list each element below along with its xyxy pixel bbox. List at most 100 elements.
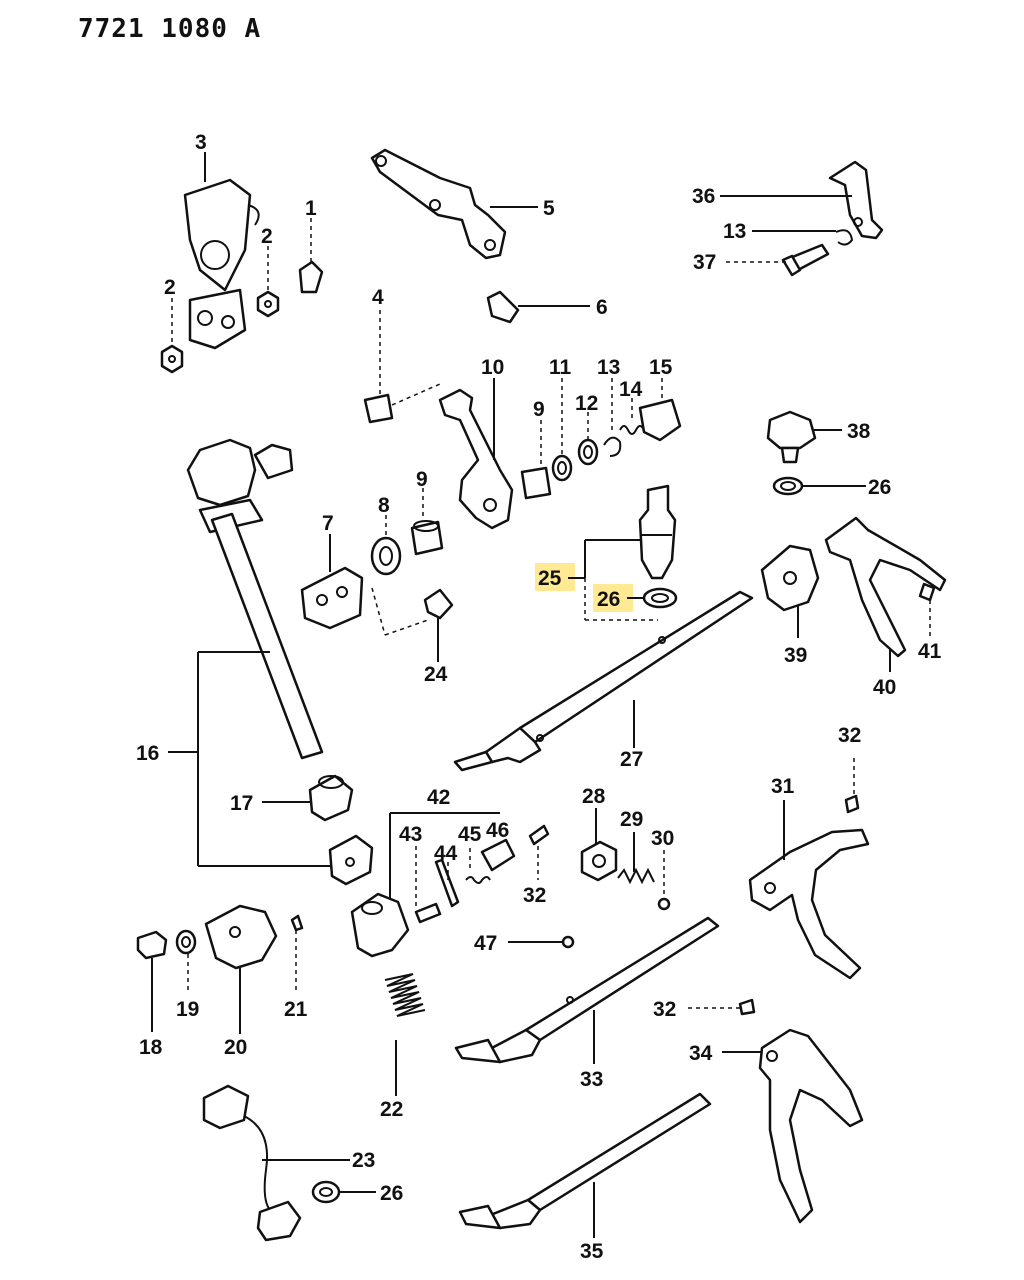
label-16: 16 (136, 742, 159, 765)
label-46: 46 (486, 819, 509, 842)
part-47-ball (561, 935, 575, 949)
part-35-shift-rail (458, 1092, 712, 1230)
label-8: 8 (378, 494, 390, 517)
label-32-right: 32 (838, 724, 861, 747)
part-16-control-shaft (186, 438, 324, 760)
part-41-pin (918, 582, 936, 602)
label-24: 24 (424, 663, 448, 686)
part-32-pin-left (528, 824, 550, 846)
label-37: 37 (693, 251, 716, 274)
part-32-pin-lower (738, 998, 756, 1016)
part-13-ring (603, 436, 622, 457)
part-8-washer (370, 536, 402, 576)
part-33-shift-rail (454, 916, 720, 1064)
label-23: 23 (352, 1149, 375, 1172)
label-3: 3 (195, 131, 207, 154)
label-22: 22 (380, 1098, 403, 1121)
part-27-shift-rail (453, 590, 754, 772)
part-43-bolt (414, 902, 442, 924)
part-28-plug (580, 840, 618, 882)
label-30: 30 (651, 827, 674, 850)
label-11: 11 (549, 356, 572, 379)
part-19-washer (175, 929, 197, 955)
label-10: 10 (481, 356, 504, 379)
part-17-bushing (308, 774, 354, 822)
label-14: 14 (619, 378, 643, 401)
part-45-spring (465, 876, 491, 884)
label-45: 45 (458, 823, 482, 846)
part-labels: 3 1 2 2 5 6 4 10 11 13 15 14 12 9 9 8 7 … (136, 131, 942, 1263)
part-5-lever-arm (370, 148, 507, 260)
part-12-washer (577, 438, 599, 466)
label-35: 35 (580, 1240, 604, 1263)
part-13-clip-upper (835, 229, 854, 246)
label-17: 17 (230, 792, 253, 815)
label-26-center: 26 (597, 588, 620, 611)
part-4-bushing (363, 393, 394, 424)
label-42: 42 (427, 786, 450, 809)
part-26-washer-right (772, 476, 804, 496)
part-23-switch (202, 1084, 302, 1242)
label-47: 47 (474, 932, 497, 955)
part-26-washer-bottom (311, 1180, 341, 1204)
part-42-block (350, 892, 410, 958)
label-26-right: 26 (868, 476, 891, 499)
part-18-bolt (136, 930, 168, 960)
label-15: 15 (649, 356, 673, 379)
label-28: 28 (582, 785, 606, 808)
part-15-cap (638, 398, 682, 442)
label-38: 38 (847, 420, 871, 443)
part-20-block (204, 904, 278, 970)
part-32-pin-right (844, 794, 860, 814)
part-39-shift-head (760, 544, 820, 612)
part-9-bushing-upper (520, 466, 552, 500)
label-32-center: 32 (523, 884, 546, 907)
part-46-plunger (480, 838, 516, 872)
label-31: 31 (771, 775, 795, 798)
part-24-pin (423, 588, 454, 620)
part-38-knob (766, 410, 817, 464)
part-21-pin (290, 914, 304, 932)
label-1: 1 (305, 197, 317, 220)
part-22-spring (384, 973, 426, 1017)
label-26-bottom: 26 (380, 1182, 403, 1205)
part-6-clip (486, 290, 520, 324)
document-code: 7721 1080 A (78, 14, 262, 44)
label-25: 25 (538, 567, 562, 590)
part-29-spring (617, 867, 655, 885)
label-40: 40 (873, 676, 896, 699)
part-7-block (300, 566, 364, 630)
highlight-26 (593, 584, 633, 612)
label-34: 34 (689, 1042, 713, 1065)
label-18: 18 (139, 1036, 163, 1059)
label-5: 5 (543, 197, 555, 220)
label-9-lower: 9 (416, 468, 428, 491)
label-36: 36 (692, 185, 715, 208)
label-20: 20 (224, 1036, 247, 1059)
part-44-pin (434, 858, 460, 908)
label-44: 44 (434, 842, 458, 865)
part-40-shift-fork (824, 516, 947, 658)
label-27: 27 (620, 748, 643, 771)
label-19: 19 (176, 998, 199, 1021)
label-9-upper: 9 (533, 398, 545, 421)
part-31-shift-fork (748, 828, 870, 980)
label-43: 43 (399, 823, 422, 846)
label-13: 13 (597, 356, 620, 379)
part-16-lower-block (328, 834, 374, 886)
label-41: 41 (918, 640, 942, 663)
part-10-selector-lever (438, 388, 514, 530)
part-9-bushing-lower (410, 520, 444, 556)
part-2-nut-lower (160, 344, 184, 374)
label-39: 39 (784, 644, 807, 667)
label-12: 12 (575, 392, 598, 415)
part-36-bracket (828, 160, 884, 240)
part-11-washer (551, 454, 573, 482)
part-14-spring (619, 425, 645, 435)
label-13-right: 13 (723, 220, 746, 243)
part-34-shift-fork (758, 1028, 864, 1224)
part-26-washer-center (642, 587, 678, 609)
label-7: 7 (322, 512, 334, 535)
